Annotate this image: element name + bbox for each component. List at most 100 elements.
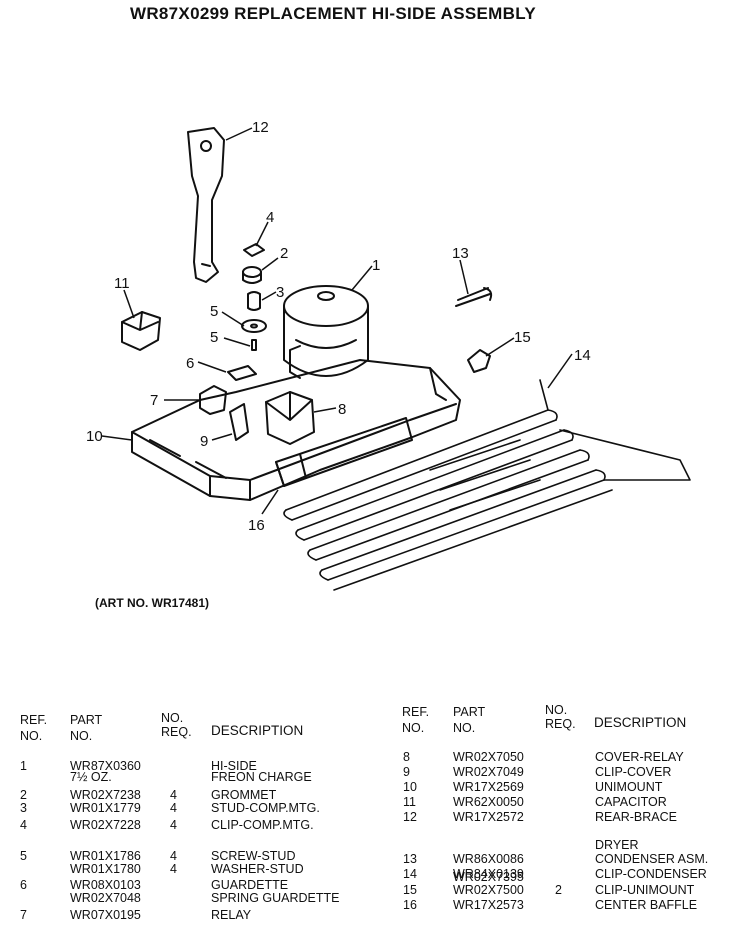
row-desc: GROMMET [211,788,277,802]
relay-part [199,385,227,415]
row-ref: 14 [403,867,417,881]
row-desc: DRYER [595,838,639,852]
row-desc: UNIMOUNT [595,780,663,794]
row-desc: HI-SIDE [211,759,257,773]
header-req: REQ. [161,725,192,739]
callout-9: 9 [200,433,208,450]
exploded-diagram: 12 4 2 3 1 13 11 5 5 15 14 6 7 8 10 9 16 [86,119,691,591]
row-part: 7½ OZ. [70,770,112,784]
header-part-right: PART [453,705,486,719]
row-part: WR02X7048 [70,891,141,905]
row-part: WR02X7050 [453,750,524,764]
callout-12: 12 [252,119,269,136]
callout-5b: 5 [210,329,218,346]
header-ref-right: REF. [402,705,430,719]
row-desc: GUARDETTE [211,878,289,892]
row-part: WR17X2572 [453,810,524,824]
unimount-part [131,359,461,501]
row-desc: REAR-BRACE [595,810,677,824]
row-part: WR08X0103 [70,878,141,892]
row-ref: 8 [403,750,410,764]
callout-8: 8 [338,401,346,418]
callout-5a: 5 [210,303,218,320]
guardette-part [227,365,257,381]
row-part: WR02X7500 [453,883,524,897]
row-part: WR02X7238 [70,788,141,802]
row-ref: 13 [403,852,417,866]
callout-7: 7 [150,392,158,409]
row-part: WR86X0086 [453,852,524,866]
row-desc: CLIP-COVER [595,765,672,779]
row-desc: CAPACITOR [595,795,667,809]
row-desc: FREON CHARGE [211,770,312,784]
row-req: 4 [170,818,177,832]
row-desc: COVER-RELAY [595,750,684,764]
row-desc: CLIP-CONDENSER [595,867,707,881]
header-req-no-right: NO. [545,703,568,717]
row-part: WR17X2569 [453,780,524,794]
header-part: PART [70,713,103,727]
callout-6: 6 [186,355,194,372]
row-ref: 11 [403,795,416,809]
row-ref: 1 [20,759,27,773]
callout-14: 14 [574,347,591,364]
row-part: WR07X0195 [70,908,141,922]
condenser-part [283,379,691,591]
row-ref: 6 [20,878,27,892]
row-desc: CENTER BAFFLE [595,898,698,912]
grommet-part [242,266,262,278]
callout-10: 10 [86,428,103,445]
callout-13: 13 [452,245,469,262]
row-req: 4 [170,801,177,815]
row-part: WR17X2573 [453,898,524,912]
row-part: WR87X0360 [70,759,141,773]
art-number: (ART NO. WR17481) [95,596,210,610]
row-ref: 5 [20,849,27,863]
rear-brace-part [187,127,225,283]
row-part: WR01X1786 [70,849,141,863]
row-ref: 10 [403,780,417,794]
row-part: WR01X1779 [70,801,141,815]
header-ref-no: NO. [20,729,43,743]
row-ref: 4 [20,818,27,832]
callout-3: 3 [276,284,284,301]
row-desc: RELAY [211,908,252,922]
row-desc: SCREW-STUD [211,849,296,863]
callout-11: 11 [114,275,130,292]
header-ref-no-right: NO. [402,721,425,735]
row-part: WR02X7049 [453,765,524,779]
row-part: WR84X0139 [453,867,524,881]
dryer-part [455,287,493,307]
row-desc: SPRING GUARDETTE [211,891,340,905]
row-desc: CONDENSER ASM. [595,852,709,866]
row-desc: CLIP-COMP.MTG. [211,818,314,832]
stud-part [247,291,261,311]
row-ref: 12 [403,810,417,824]
row-desc: STUD-COMP.MTG. [211,801,320,815]
row-ref: 2 [20,788,27,802]
washer-part [241,319,267,333]
row-ref: 7 [20,908,27,922]
row-part: WR62X0050 [453,795,524,809]
row-part: WR02X7395 [453,870,524,884]
header-req-right: REQ. [545,717,576,731]
row-desc: WASHER-STUD [211,862,304,876]
compressor-part [283,285,369,379]
row-desc: CLIP-UNIMOUNT [595,883,695,897]
screw-part [251,339,257,351]
row-req: 2 [555,883,562,897]
header-desc-right: DESCRIPTION [594,715,687,730]
row-part: WR02X7228 [70,818,141,832]
center-baffle-part [275,417,413,487]
header-part-no-right: NO. [453,721,476,735]
callout-15: 15 [514,329,531,346]
callout-4: 4 [266,209,274,226]
page-title: WR87X0299 REPLACEMENT HI-SIDE ASSEMBLY [130,4,536,23]
row-ref: 3 [20,801,27,815]
row-req: 4 [170,788,177,802]
header-part-no: NO. [70,729,93,743]
header-ref: REF. [20,713,48,727]
row-ref: 15 [403,883,417,897]
callout-1: 1 [372,257,380,274]
row-req: 4 [170,849,177,863]
